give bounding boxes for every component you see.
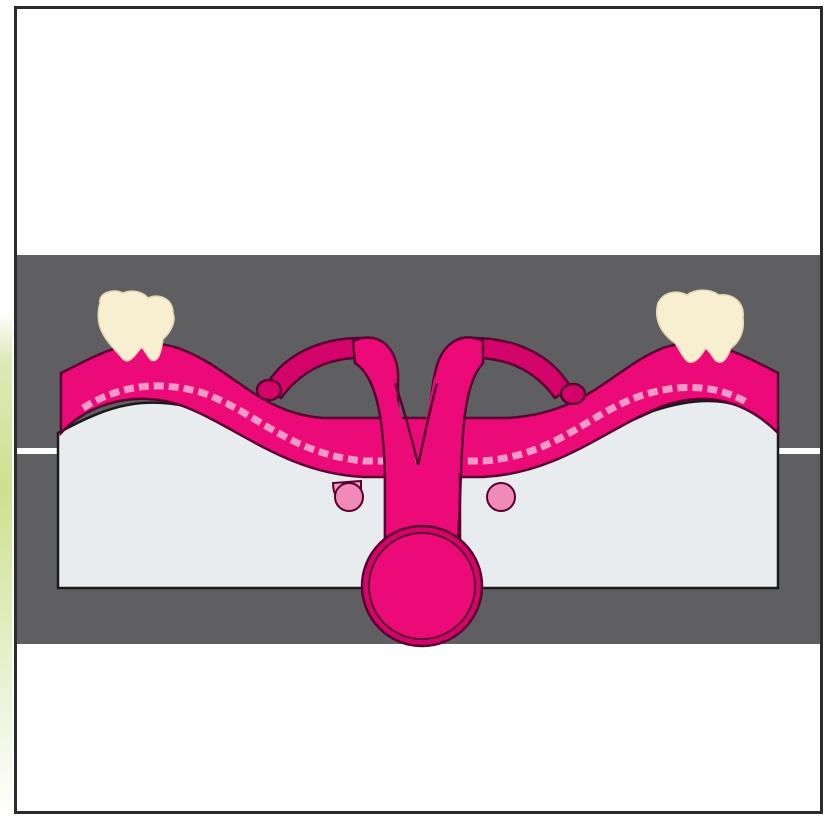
bulb-inner — [369, 533, 475, 639]
right-arch-end — [561, 384, 585, 404]
diagram-svg — [17, 9, 820, 811]
right-nub-bulb — [487, 483, 515, 511]
left-arch-end — [257, 380, 281, 400]
diagram-frame — [14, 6, 823, 814]
left-edge-tint — [0, 0, 12, 818]
left-nub-bulb — [335, 483, 363, 511]
